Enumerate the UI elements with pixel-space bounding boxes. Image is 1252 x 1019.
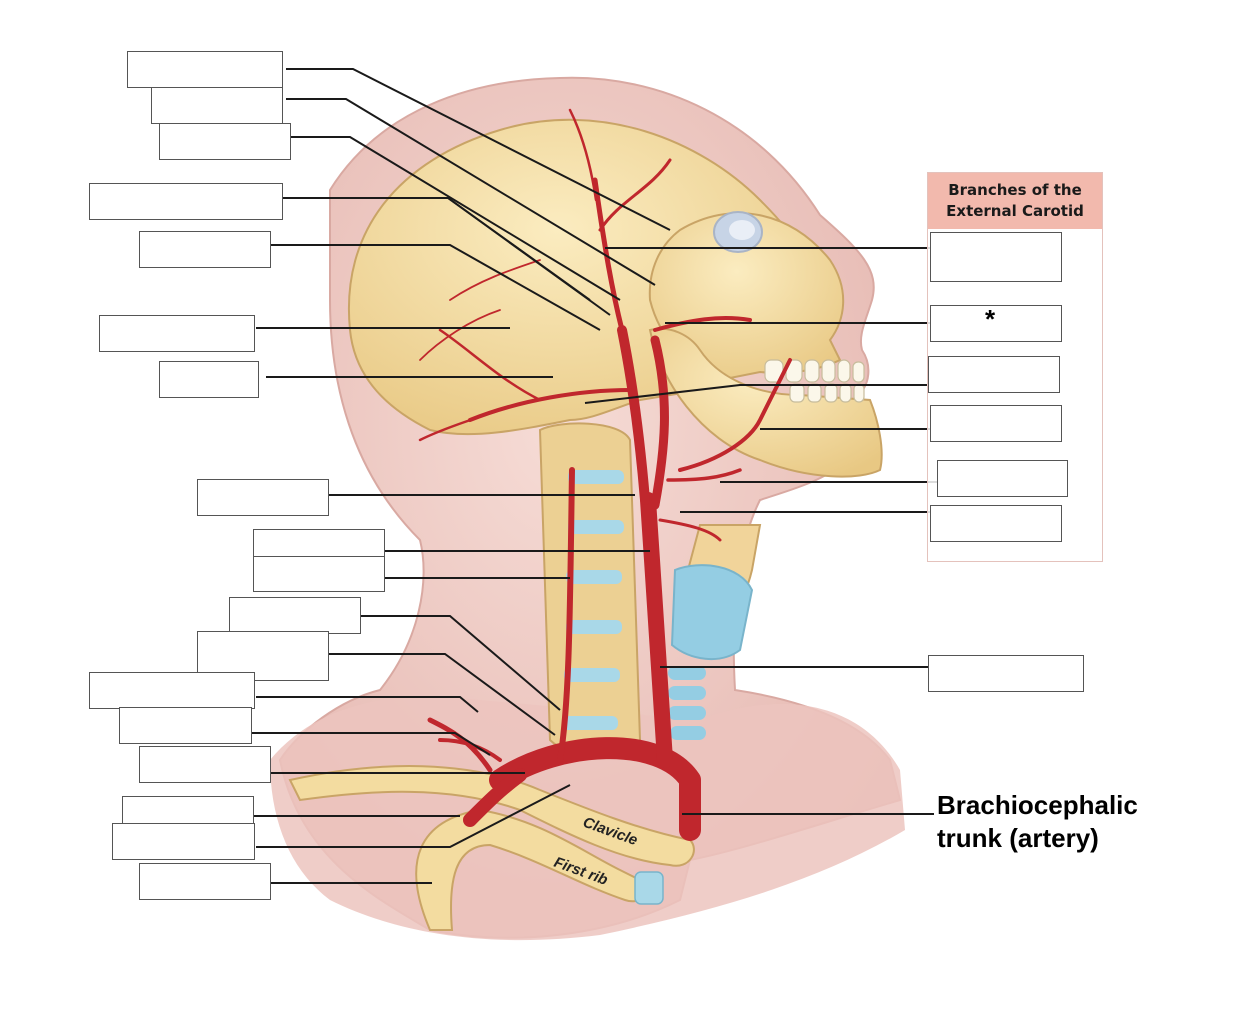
leader-lines xyxy=(252,68,938,884)
panel-title-line1: Branches of the xyxy=(948,181,1082,199)
label-box-r6[interactable] xyxy=(930,505,1062,542)
label-box-l5[interactable] xyxy=(139,231,271,268)
leader-14 xyxy=(252,732,491,756)
internal-carotid-artery xyxy=(617,325,650,505)
leader-1 xyxy=(286,68,671,231)
panel-header: Branches of the External Carotid xyxy=(928,173,1102,229)
label-box-l2[interactable] xyxy=(151,87,283,124)
meningeal-branch xyxy=(449,259,541,301)
label-box-l8[interactable] xyxy=(197,479,329,516)
superior-thyroid-artery xyxy=(658,518,722,542)
leader-17 xyxy=(256,784,571,848)
leader-2 xyxy=(286,98,656,286)
facial-artery xyxy=(678,358,792,472)
label-box-l1[interactable] xyxy=(127,51,283,88)
vertebral-artery xyxy=(557,467,575,763)
subclavian-artery xyxy=(463,768,527,827)
label-box-l6[interactable] xyxy=(99,315,255,352)
leader-12 xyxy=(329,653,556,736)
eye xyxy=(729,220,755,240)
common-carotid-artery xyxy=(640,492,673,768)
label-box-r5[interactable] xyxy=(937,460,1068,497)
costocervical-branch xyxy=(438,738,502,762)
occipital-branch-2 xyxy=(418,408,502,442)
label-box-l17[interactable] xyxy=(112,823,255,860)
leader-r3 xyxy=(584,384,929,404)
superficial-temporal-artery xyxy=(592,177,625,333)
lingual-artery xyxy=(666,468,742,482)
frontal-branch xyxy=(568,108,598,202)
teeth xyxy=(764,359,865,403)
aortic-arch xyxy=(489,737,701,841)
label-box-l13[interactable] xyxy=(89,672,255,709)
label-box-l15[interactable] xyxy=(139,746,271,783)
clavicle-bone xyxy=(288,765,695,867)
thyrocervical-branch xyxy=(427,717,493,773)
brachiocephalic-line2: trunk (artery) xyxy=(937,823,1099,853)
leader-13 xyxy=(256,696,479,713)
meningeal-branch-2 xyxy=(419,309,501,361)
asterisk-marker: * xyxy=(985,304,996,334)
label-box-l9[interactable] xyxy=(253,529,385,559)
label-box-r2[interactable] xyxy=(930,305,1062,342)
label-box-l3[interactable] xyxy=(159,123,291,160)
label-box-r7[interactable] xyxy=(928,655,1084,692)
arteries xyxy=(418,108,792,841)
mandible xyxy=(648,327,883,478)
label-box-r3[interactable] xyxy=(928,356,1060,393)
external-carotid-artery xyxy=(650,335,669,510)
occipital-branch xyxy=(438,328,542,402)
leader-5 xyxy=(271,244,601,331)
label-box-l4[interactable] xyxy=(89,183,283,220)
temporal-branch xyxy=(598,158,672,232)
leader-3 xyxy=(291,136,621,301)
label-box-l18[interactable] xyxy=(139,863,271,900)
brachiocephalic-label: Brachiocephalic trunk (artery) xyxy=(937,789,1227,855)
label-box-r1[interactable] xyxy=(930,232,1062,282)
label-box-l7[interactable] xyxy=(159,361,259,398)
larynx-trachea xyxy=(668,524,762,740)
label-box-l16[interactable] xyxy=(122,796,254,826)
panel-title-line2: External Carotid xyxy=(946,202,1084,220)
maxillary-artery xyxy=(653,316,752,332)
leader-4b xyxy=(447,197,591,301)
label-box-r4[interactable] xyxy=(930,405,1062,442)
leader-11 xyxy=(361,615,561,711)
label-box-l10[interactable] xyxy=(253,556,385,592)
label-box-l11[interactable] xyxy=(229,597,361,634)
costal-cartilage xyxy=(634,871,664,905)
label-box-l14[interactable] xyxy=(119,707,252,744)
brachiocephalic-line1: Brachiocephalic xyxy=(937,790,1138,820)
